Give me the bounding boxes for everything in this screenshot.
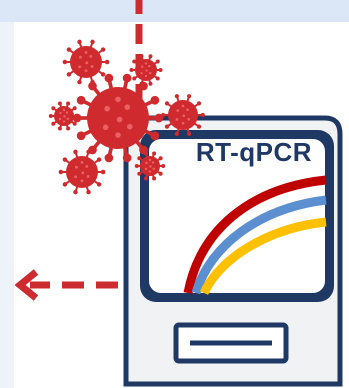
virus-particle-top-right [129,54,163,86]
amplification-curves-icon [183,175,327,296]
dashed-arrow-icon [14,269,140,301]
virus-particle-main [72,73,164,163]
background-band [0,0,349,22]
virus-particle-bottom-left [58,149,106,195]
background-panel [0,22,14,388]
sample-drawer-icon [173,322,289,364]
virus-particle-left [48,101,80,131]
instrument-label: RT-qPCR [195,137,313,167]
virus-particle-bottom-right [134,151,166,181]
virus-particle-top-left [62,39,110,85]
virus-particle-right [161,94,205,136]
virus-cluster-icon [48,39,205,195]
